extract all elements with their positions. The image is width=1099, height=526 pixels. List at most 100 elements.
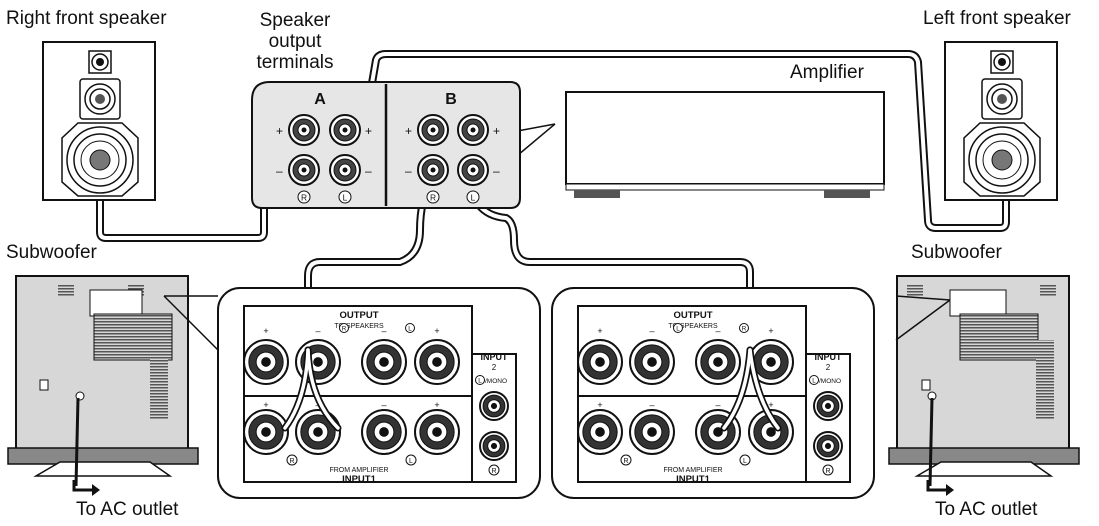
terminal-a-plus-mark-2: + (365, 124, 372, 138)
input-left-mark-left: L (405, 454, 417, 466)
input-pol-1-left: + (263, 400, 268, 410)
input2-right-mark-right: R (822, 464, 834, 476)
terminal-a-right-plus (288, 114, 320, 146)
input-cables-inner (283, 348, 780, 430)
terminal-b-right-minus (417, 154, 449, 186)
mono-left-mark-right: L (809, 375, 819, 385)
terminal-a-right-mark: R (297, 190, 311, 204)
input-jack-4-left (414, 409, 460, 455)
svg-text:L: L (743, 458, 747, 465)
input-jack-2-right (629, 409, 675, 455)
left-front-speaker (944, 41, 1058, 201)
svg-text:R: R (825, 468, 830, 475)
terminal-a-left-plus (329, 114, 361, 146)
ac-outlet-arrow-left (72, 480, 100, 496)
input2-jack-bottom-right (813, 431, 843, 461)
svg-text:R: R (289, 458, 294, 465)
output-pol-1-left: + (263, 326, 268, 336)
input1-label-right: INPUT1 (676, 474, 711, 485)
svg-text:L: L (409, 458, 413, 465)
output-pol-4-left: + (434, 326, 439, 336)
output-pol-3-left: – (381, 326, 386, 336)
input2-jack-top-right (813, 391, 843, 421)
terminal-group-a-label: A (314, 91, 326, 108)
input-pol-4-right: + (768, 400, 773, 410)
ac-outlet-left-label: To AC outlet (76, 499, 179, 520)
input-jack-2-left (295, 409, 341, 455)
input-jack-1-right (577, 409, 623, 455)
svg-text:L: L (408, 325, 412, 332)
output-jack-1-right (577, 339, 623, 385)
terminal-a-left-mark: L (338, 190, 352, 204)
left-front-speaker-label: Left front speaker (923, 8, 1071, 29)
ac-outlet-arrow-right (926, 480, 954, 496)
subwoofer-right-label: Subwoofer (911, 242, 1002, 263)
input2-label-right: INPUT (815, 352, 843, 362)
output-jack-3-right (695, 339, 741, 385)
output-label-left: OUTPUT (339, 310, 378, 321)
input1-label-left: INPUT1 (342, 474, 377, 485)
terminal-a-minus-mark-2: – (365, 164, 372, 178)
terminal-group-b-label: B (445, 91, 457, 108)
svg-text:R: R (301, 192, 307, 202)
svg-text:L: L (343, 192, 348, 202)
terminal-b-plus-mark: + (405, 124, 412, 138)
output-mark-1-left: R (339, 323, 349, 333)
speaker-output-terminals-line3: terminals (256, 52, 334, 73)
output-pol-1-right: + (597, 326, 602, 336)
mono-label-right: /MONO (819, 378, 841, 385)
input2-jack-top-left (479, 391, 509, 421)
terminal-b-left-mark: L (466, 190, 480, 204)
output-mark-2-left: L (405, 323, 415, 333)
output-jack-2-right (629, 339, 675, 385)
svg-text:R: R (342, 325, 347, 332)
terminal-a-plus-mark: + (276, 124, 283, 138)
svg-text:L: L (676, 325, 680, 332)
terminal-a-minus-mark: – (276, 164, 283, 178)
output-mark-2-right: R (739, 323, 749, 333)
input-pol-4-left: + (434, 400, 439, 410)
svg-text:L: L (812, 377, 816, 384)
svg-text:R: R (742, 325, 747, 332)
output-mark-1-right: L (673, 323, 683, 333)
input-pol-1-right: + (597, 400, 602, 410)
mono-label-left: /MONO (485, 378, 507, 385)
input-pol-2-right: – (649, 400, 654, 410)
speaker-terminal-panel: A B (251, 81, 521, 209)
input-right-mark-left: R (286, 454, 298, 466)
right-front-speaker-label: Right front speaker (6, 8, 167, 29)
input-jack-3-left (361, 409, 407, 455)
mono-left-mark-left: L (475, 375, 485, 385)
input2-num-left: 2 (492, 363, 497, 372)
terminal-b-left-plus (457, 114, 489, 146)
svg-text:L: L (478, 377, 482, 384)
terminal-b-right-plus (417, 114, 449, 146)
terminal-a-right-minus (288, 154, 320, 186)
speaker-output-terminals-line2: output (268, 31, 322, 52)
right-front-speaker (42, 41, 156, 201)
terminal-b-right-mark: R (426, 190, 440, 204)
input-jack-4-right (748, 409, 794, 455)
output-pol-3-right: – (715, 326, 720, 336)
subwoofer-right (888, 275, 1080, 487)
input-left-mark-right: L (739, 454, 751, 466)
from-amplifier-label-left: FROM AMPLIFIER (329, 467, 388, 474)
input2-jack-bottom-left (479, 431, 509, 461)
subwoofer-left-label: Subwoofer (6, 242, 97, 263)
input2-right-mark-left: R (488, 464, 500, 476)
output-label-right: OUTPUT (673, 310, 712, 321)
to-speakers-label-left: TO SPEAKERS (334, 323, 384, 330)
output-jack-4-left (414, 339, 460, 385)
output-pol-2-left: – (315, 326, 320, 336)
output-jack-1-left (243, 339, 289, 385)
svg-text:R: R (430, 192, 436, 202)
svg-text:R: R (623, 458, 628, 465)
svg-text:L: L (471, 192, 476, 202)
terminal-b-left-minus (457, 154, 489, 186)
input-jack-1-left (243, 409, 289, 455)
amplifier-unit (511, 91, 885, 198)
subwoofer-left (7, 275, 219, 487)
